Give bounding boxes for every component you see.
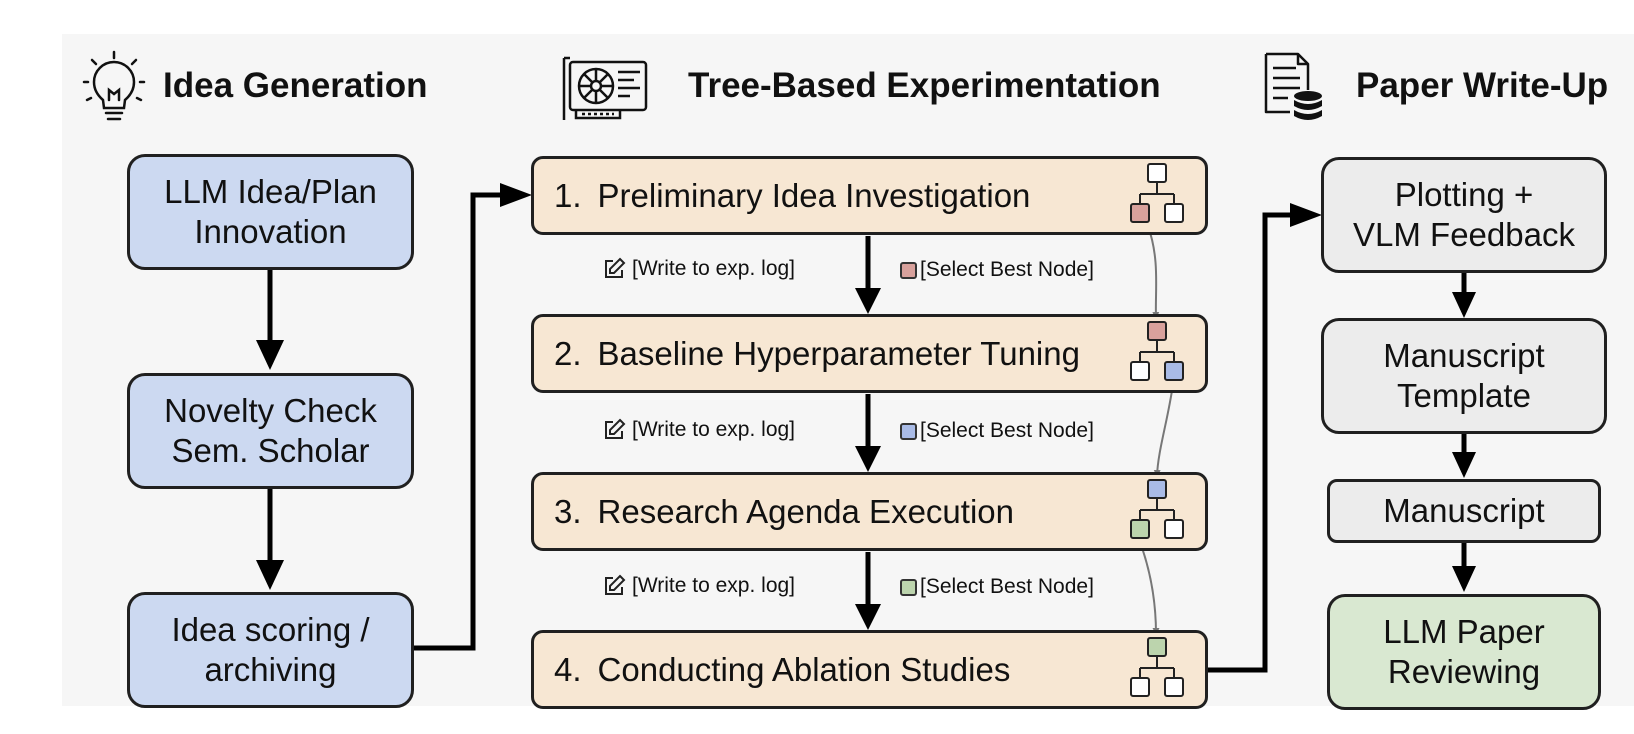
pencil-icon [605, 418, 626, 439]
stage-4-ablation: 4.Conducting Ablation Studies [531, 630, 1208, 709]
note-select-node-2: [Select Best Node] [900, 418, 1094, 444]
header-idea-generation: Idea Generation [163, 66, 428, 105]
note-write-log-2: [Write to exp. log] [602, 417, 795, 443]
document-database-icon [1264, 52, 1322, 120]
arrow-idea-to-stage1 [413, 183, 532, 651]
note-write-log-1: [Write to exp. log] [602, 256, 795, 282]
tree-icon-stage3 [1130, 479, 1184, 539]
lightbulb-icon [82, 50, 146, 121]
stage-3-research: 3.Research Agenda Execution [531, 472, 1208, 551]
node-link-1-2 [1147, 225, 1160, 319]
note-select-node-3: [Select Best Node] [900, 574, 1094, 600]
arrow-stage-1-2 [855, 236, 881, 314]
arrow-idea-2-3 [256, 488, 284, 590]
box-novelty-check: Novelty Check Sem. Scholar [127, 373, 414, 489]
arrow-stage-3-4 [855, 552, 881, 630]
box-llm-idea-plan: LLM Idea/Plan Innovation [127, 154, 414, 270]
header-tree-experimentation: Tree-Based Experimentation [688, 66, 1161, 105]
stage-2-baseline: 2.Baseline Hyperparameter Tuning [531, 314, 1208, 393]
node-square-red [900, 261, 917, 279]
note-write-log-3: [Write to exp. log] [602, 573, 795, 599]
tree-icon-stage4 [1130, 637, 1184, 697]
tree-icon-stage1 [1130, 163, 1184, 223]
box-manuscript-template: Manuscript Template [1321, 318, 1607, 434]
box-llm-paper-reviewing: LLM Paper Reviewing [1327, 594, 1601, 710]
gpu-card-icon [562, 56, 648, 120]
node-square-blue [900, 422, 917, 440]
node-link-2-3 [1153, 383, 1174, 477]
header-paper-writeup: Paper Write-Up [1356, 66, 1609, 105]
arrow-writeup-2-3 [1452, 434, 1476, 478]
node-link-3-4 [1139, 541, 1160, 635]
note-select-node-1: [Select Best Node] [900, 257, 1094, 283]
arrow-stage-2-3 [855, 394, 881, 472]
arrow-writeup-3-4 [1452, 542, 1476, 592]
box-manuscript: Manuscript [1327, 479, 1601, 543]
stage-1-preliminary: 1.Preliminary Idea Investigation [531, 156, 1208, 235]
arrow-stage4-to-writeup [1207, 203, 1322, 673]
pencil-icon [605, 574, 626, 595]
node-square-green [900, 578, 917, 596]
tree-icon-stage2 [1130, 321, 1184, 381]
box-idea-scoring: Idea scoring / archiving [127, 592, 414, 708]
box-plotting-vlm-feedback: Plotting + VLM Feedback [1321, 157, 1607, 273]
arrow-idea-1-2 [256, 268, 284, 370]
arrow-writeup-1-2 [1452, 272, 1476, 318]
pencil-icon [605, 257, 626, 278]
